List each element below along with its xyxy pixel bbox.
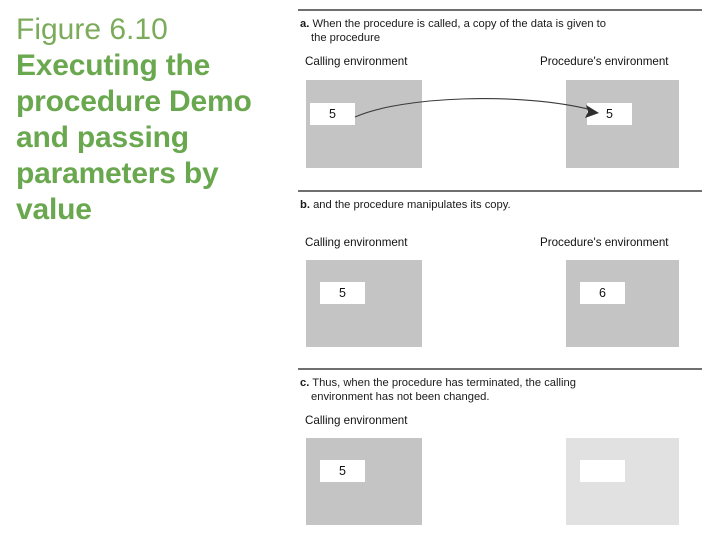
value-box-procedure-b: 6 <box>580 282 625 304</box>
section-divider-a <box>298 9 702 11</box>
section-letter-a: a. <box>300 18 310 30</box>
section-caption-text-a: When the procedure is called, a copy of … <box>312 18 606 30</box>
figure-section-a: a. When the procedure is called, a copy … <box>292 0 720 190</box>
section-divider-c <box>298 368 702 370</box>
section-caption-c: c. Thus, when the procedure has terminat… <box>300 377 710 404</box>
value-box-procedure-c <box>580 460 625 482</box>
figure-number: Figure 6.10 <box>16 13 168 46</box>
section-caption-text-c-line2: environment has not been changed. <box>311 390 490 403</box>
section-caption-text-b: and the procedure manipulates its copy. <box>313 199 511 211</box>
figure-section-b: b. and the procedure manipulates its cop… <box>292 181 720 368</box>
env-label-calling-b: Calling environment <box>305 236 408 249</box>
env-label-procedure-a: Procedure's environment <box>540 55 669 68</box>
value-box-procedure-a: 5 <box>587 103 632 125</box>
figure-caption: Executing the procedure Demo and passing… <box>16 49 252 226</box>
section-divider-b <box>298 190 702 192</box>
section-letter-c: c. <box>300 377 310 389</box>
value-box-calling-c: 5 <box>320 460 365 482</box>
figure-section-c: c. Thus, when the procedure has terminat… <box>292 359 720 540</box>
value-box-calling-b: 5 <box>320 282 365 304</box>
env-label-calling-c: Calling environment <box>305 414 408 427</box>
section-caption-text-a-line2: the procedure <box>311 31 381 44</box>
figure-panel: a. When the procedure is called, a copy … <box>292 0 720 540</box>
slide-title-block: Figure 6.10 Executing the procedure Demo… <box>16 12 284 228</box>
value-box-calling-a: 5 <box>310 103 355 125</box>
section-caption-b: b. and the procedure manipulates its cop… <box>300 199 710 213</box>
section-caption-a: a. When the procedure is called, a copy … <box>300 18 710 45</box>
section-caption-text-c: Thus, when the procedure has terminated,… <box>312 377 576 389</box>
section-letter-b: b. <box>300 199 310 211</box>
env-label-procedure-b: Procedure's environment <box>540 236 669 249</box>
env-label-calling-a: Calling environment <box>305 55 408 68</box>
